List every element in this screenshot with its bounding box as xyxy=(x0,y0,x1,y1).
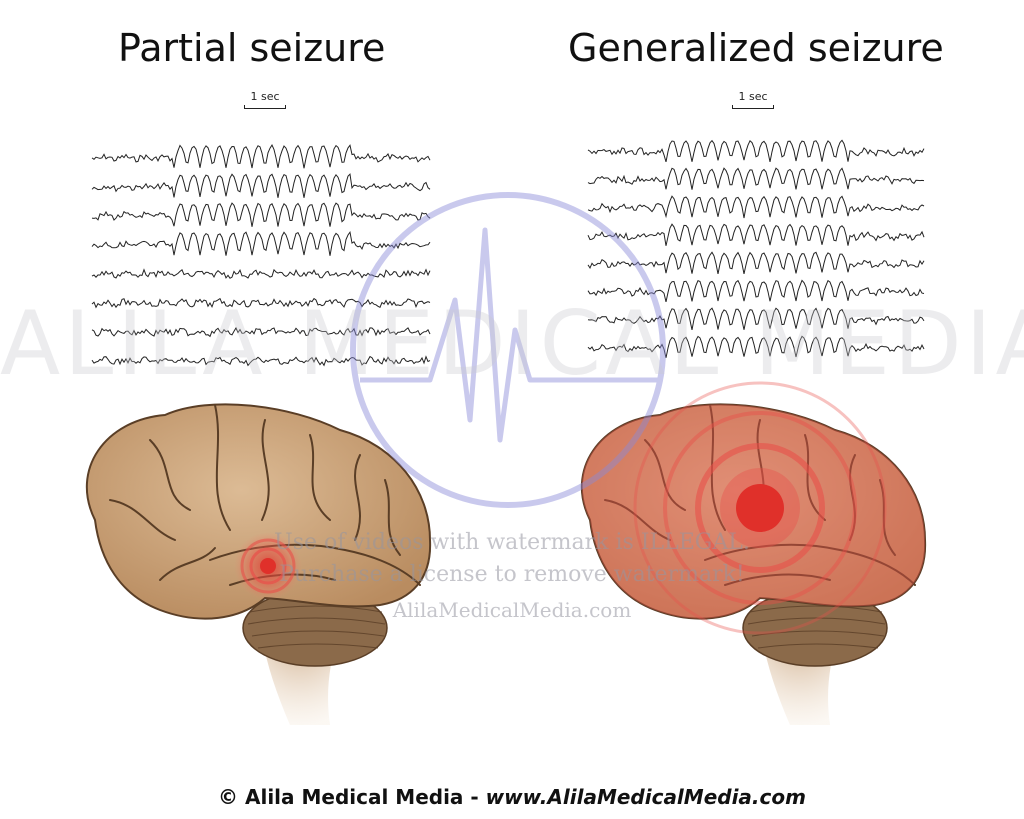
time-scale-bar-right xyxy=(732,105,774,109)
time-scale-left: 1 sec xyxy=(235,90,295,109)
eeg-trace-partial xyxy=(91,202,431,227)
seizure-focus-partial xyxy=(234,532,302,600)
eeg-trace-partial xyxy=(91,144,431,169)
watermark-emblem xyxy=(350,192,666,508)
footer-credit: © Alila Medical Media - www.AlilaMedical… xyxy=(0,785,1024,809)
generalized-seizure-title: Generalized seizure xyxy=(568,26,944,70)
eeg-trace-generalized xyxy=(587,279,925,303)
cerebrum-left xyxy=(85,403,432,620)
eeg-trace-generalized xyxy=(587,195,925,219)
partial-seizure-title: Partial seizure xyxy=(118,26,386,70)
footer-copyright: © Alila Medical Media - xyxy=(218,785,486,809)
eeg-trace-generalized xyxy=(587,335,925,358)
eeg-trace-partial xyxy=(91,230,431,256)
time-scale-label-right: 1 sec xyxy=(738,90,768,103)
eeg-trace-generalized xyxy=(587,167,925,190)
eeg-trace-partial xyxy=(91,297,431,309)
watermark-big-text: ALILA MEDICAL MEDIA xyxy=(0,292,1024,395)
brain-partial xyxy=(85,403,432,725)
eeg-trace-generalized xyxy=(587,307,925,331)
time-scale-bar-left xyxy=(244,105,286,109)
eeg-trace-partial xyxy=(91,268,431,279)
time-scale-right: 1 sec xyxy=(723,90,783,109)
eeg-trace-generalized xyxy=(587,223,925,246)
eeg-trace-generalized xyxy=(587,251,925,275)
eeg-trace-partial xyxy=(91,173,431,198)
eeg-trace-partial xyxy=(91,355,431,367)
eeg-trace-generalized xyxy=(587,139,925,163)
seizure-spread-generalized xyxy=(633,381,887,635)
watermark-line-3: AlilaMedicalMedia.com xyxy=(392,598,632,622)
eeg-traces-generalized xyxy=(587,139,925,358)
watermark-line-2: Purchase a license to remove watermark! xyxy=(279,562,745,587)
eeg-traces-partial xyxy=(91,144,431,367)
footer-url: www.AlilaMedicalMedia.com xyxy=(485,785,806,809)
time-scale-label-left: 1 sec xyxy=(250,90,280,103)
eeg-trace-partial xyxy=(91,326,431,338)
watermark-line-1: Use of videos with watermark is ILLEGAL. xyxy=(274,530,750,555)
